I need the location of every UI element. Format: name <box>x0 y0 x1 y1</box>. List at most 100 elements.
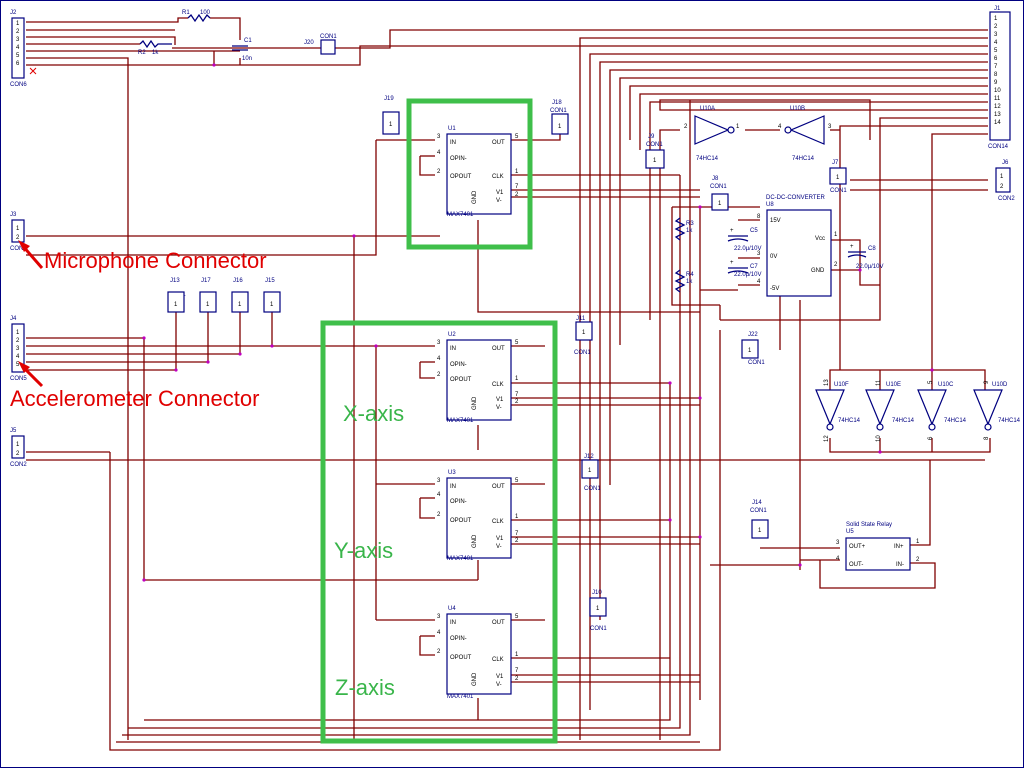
accelerometer-connector-label: Accelerometer Connector <box>10 386 259 411</box>
svg-text:8: 8 <box>984 436 990 440</box>
connector-j11: J11 1 CON1 <box>574 316 593 356</box>
svg-text:1: 1 <box>270 302 274 308</box>
xyz-filters-highlight-box <box>320 320 558 744</box>
svg-text:2: 2 <box>916 557 920 563</box>
svg-text:4: 4 <box>757 279 761 285</box>
connector-j13: J13 CON1 1 <box>167 278 186 313</box>
svg-text:1: 1 <box>718 201 722 207</box>
svg-text:U2: U2 <box>448 332 456 338</box>
svg-text:1: 1 <box>834 232 838 238</box>
svg-text:10: 10 <box>876 435 882 442</box>
svg-text:C1: C1 <box>244 38 252 44</box>
svg-text:U1: U1 <box>448 126 456 132</box>
solid-state-relay-u5: Solid State Relay U5 OUT+ OUT- IN+ IN- 3… <box>836 522 920 571</box>
svg-text:+: + <box>730 260 734 266</box>
svg-text:1: 1 <box>174 302 178 308</box>
svg-text:U10C: U10C <box>938 382 954 388</box>
svg-text:3: 3 <box>437 134 441 140</box>
svg-text:OPIN-: OPIN- <box>450 499 467 505</box>
svg-text:V1: V1 <box>496 536 504 542</box>
junction-dots <box>142 63 934 582</box>
connector-j4: J4 1 2 3 4 5 CON5 <box>10 316 27 382</box>
svg-text:1: 1 <box>558 124 562 130</box>
svg-text:7: 7 <box>515 531 519 537</box>
svg-text:4: 4 <box>836 556 840 562</box>
svg-text:10n: 10n <box>242 56 252 62</box>
capacitor-c5: C5 + 22.0µ/10V <box>727 228 761 252</box>
resistor-r4: R4 1k <box>674 269 694 293</box>
svg-text:OPOUT: OPOUT <box>450 174 472 180</box>
svg-text:J19: J19 <box>384 96 394 102</box>
svg-text:5: 5 <box>515 134 519 140</box>
svg-text:OUT-: OUT- <box>849 562 863 568</box>
svg-text:1: 1 <box>588 468 592 474</box>
svg-text:1k: 1k <box>152 50 159 56</box>
y-axis-label: Y-axis <box>334 538 393 563</box>
svg-text:11: 11 <box>876 379 882 386</box>
svg-text:3: 3 <box>16 346 20 352</box>
svg-text:C7: C7 <box>750 264 758 270</box>
svg-text:OPOUT: OPOUT <box>450 655 472 661</box>
connector-j7: J7 1 CON1 <box>829 160 847 194</box>
svg-text:V1: V1 <box>496 397 504 403</box>
svg-text:1: 1 <box>16 330 20 336</box>
svg-text:100: 100 <box>200 10 211 16</box>
svg-text:Solid State Relay: Solid State Relay <box>846 522 892 528</box>
svg-text:J5: J5 <box>10 428 17 434</box>
svg-text:1: 1 <box>389 122 393 128</box>
svg-text:OUT: OUT <box>492 346 505 352</box>
svg-text:R1: R1 <box>182 10 190 16</box>
connector-j6: J6 1 2 CON2 <box>995 160 1015 202</box>
connector-j12: J12 1 CON1 <box>581 454 601 492</box>
capacitor-c8: C8 + 22.0µ/10V <box>847 244 883 270</box>
svg-text:5: 5 <box>994 48 998 54</box>
svg-text:8: 8 <box>994 72 998 78</box>
svg-text:J11: J11 <box>576 316 586 322</box>
svg-text:4: 4 <box>437 492 441 498</box>
svg-text:3: 3 <box>836 540 840 546</box>
svg-text:4: 4 <box>437 630 441 636</box>
svg-text:1: 1 <box>582 330 586 336</box>
svg-text:9: 9 <box>994 80 998 86</box>
svg-text:CON1: CON1 <box>550 108 567 114</box>
svg-text:OPOUT: OPOUT <box>450 518 472 524</box>
svg-text:9: 9 <box>984 380 990 384</box>
svg-text:J16: J16 <box>233 278 243 284</box>
svg-text:0V: 0V <box>770 254 777 260</box>
x-axis-label: X-axis <box>343 401 404 426</box>
inverter-u10e: U10E 74HC14 11 10 <box>865 379 915 442</box>
connector-j2: J2 1 2 3 4 5 6 CON6 <box>10 10 37 88</box>
svg-text:22.0µ/10V: 22.0µ/10V <box>734 246 761 252</box>
svg-text:MAX7401: MAX7401 <box>447 418 474 424</box>
svg-text:MAX7401: MAX7401 <box>447 212 474 218</box>
svg-text:5: 5 <box>16 53 20 59</box>
svg-text:74HC14: 74HC14 <box>944 418 967 424</box>
svg-text:CLK: CLK <box>492 382 504 388</box>
svg-text:2: 2 <box>437 169 441 175</box>
svg-text:74HC14: 74HC14 <box>696 156 719 162</box>
svg-text:J3: J3 <box>10 212 17 218</box>
svg-text:U10D: U10D <box>992 382 1008 388</box>
svg-text:2: 2 <box>684 124 688 130</box>
svg-text:7: 7 <box>515 668 519 674</box>
accelerometer-arrow <box>18 361 44 388</box>
inverter-u10f: U10F 74HC14 13 12 <box>815 379 861 442</box>
resistor-r3: R3 1k <box>674 217 694 241</box>
svg-text:U10A: U10A <box>700 106 715 112</box>
capacitor-c7: C7 + 22.0µ/10V <box>727 260 761 278</box>
resistor-r1: R1 100 <box>182 10 211 23</box>
connector-j3: J3 1 2 CON2 <box>10 212 27 252</box>
svg-text:U5: U5 <box>846 529 854 535</box>
svg-text:CON1: CON1 <box>590 626 607 632</box>
svg-text:R2: R2 <box>138 50 146 56</box>
svg-text:1: 1 <box>758 528 762 534</box>
connector-j14: J14 CON1 1 <box>750 500 769 539</box>
svg-text:C5: C5 <box>750 228 758 234</box>
wire-network <box>26 17 991 751</box>
dcdc-converter-u8: DC-DC-CONVERTER U8 15V 0V -5V Vcc GND 83… <box>757 195 838 297</box>
svg-text:1: 1 <box>515 169 519 175</box>
svg-text:2: 2 <box>437 649 441 655</box>
connector-j16: J16 CON1 1 <box>231 278 249 313</box>
svg-text:1k: 1k <box>686 279 693 285</box>
